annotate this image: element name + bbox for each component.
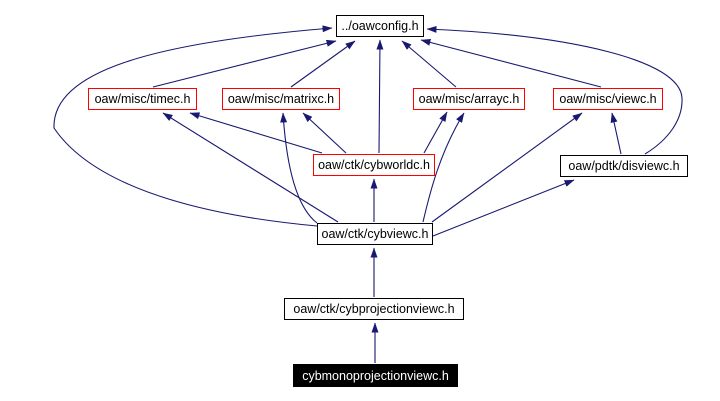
node-cybworldc[interactable]: oaw/ctk/cybworldc.h — [313, 154, 435, 176]
node-arrayc[interactable]: oaw/misc/arrayc.h — [413, 88, 525, 110]
edge-cybworldc-to-oawconfig — [376, 39, 384, 154]
edge-cybworldc-to-timec — [189, 112, 323, 154]
edge-cybviewc-to-arrayc — [422, 112, 465, 223]
edge-disviewc-to-oawconfig — [426, 25, 683, 155]
node-oawconfig[interactable]: ../oawconfig.h — [336, 15, 424, 37]
node-viewc[interactable]: oaw/misc/viewc.h — [553, 88, 663, 110]
edge-cybviewc-to-oawconfig — [53, 25, 333, 227]
edge-timec-to-oawconfig — [152, 39, 337, 88]
edge-cybviewc-to-disviewc — [432, 179, 575, 237]
edge-cybviewc-to-matrixc — [280, 112, 318, 224]
node-cybprojectionviewc[interactable]: oaw/ctk/cybprojectionviewc.h — [284, 298, 464, 320]
node-matrixc[interactable]: oaw/misc/matrixc.h — [222, 88, 340, 110]
node-timec[interactable]: oaw/misc/timec.h — [88, 88, 197, 110]
node-cybmonoprojectionviewc: cybmonoprojectionviewc.h — [293, 364, 458, 387]
node-disviewc[interactable]: oaw/pdtk/disviewc.h — [560, 155, 688, 177]
edge-matrixc-to-oawconfig — [290, 40, 356, 88]
edge-cybworldc-to-matrixc — [302, 112, 347, 154]
edge-cybworldc-to-arrayc — [423, 111, 448, 154]
edge-cybviewc-to-timec — [162, 112, 339, 223]
edge-disviewc-to-viewc — [610, 112, 622, 155]
edge-cybviewc-to-viewc — [431, 112, 583, 223]
edge-arrayc-to-oawconfig — [401, 40, 457, 88]
edge-viewc-to-oawconfig — [420, 39, 602, 88]
node-cybviewc[interactable]: oaw/ctk/cybviewc.h — [317, 223, 433, 245]
